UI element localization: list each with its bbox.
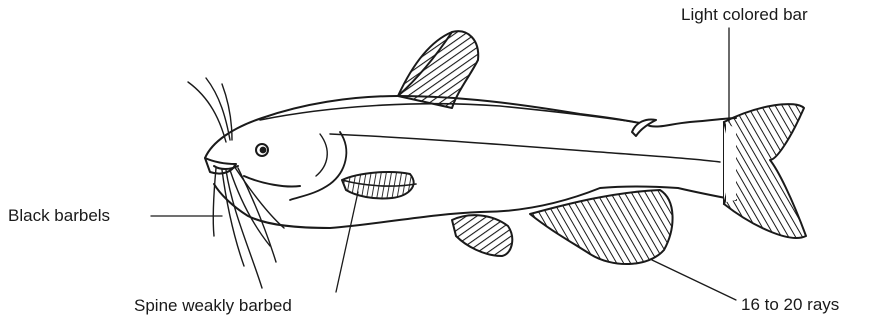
label-rays: 16 to 20 rays <box>741 296 839 313</box>
label-spine-weakly-barbed: Spine weakly barbed <box>134 297 292 314</box>
barbel-1 <box>213 168 216 236</box>
anal-fin <box>530 190 673 264</box>
leader-rays <box>652 260 736 300</box>
gill-cover <box>290 132 346 200</box>
caudal-fin <box>724 104 806 238</box>
mouth <box>205 158 236 174</box>
label-light-colored-bar: Light colored bar <box>681 6 808 23</box>
barbel-nasal-1 <box>188 82 226 142</box>
pelvic-fin <box>452 215 512 256</box>
leader-spine <box>336 192 358 292</box>
barbel-nasal-2 <box>206 78 230 140</box>
lateral-line <box>330 134 720 162</box>
barbel-4 <box>226 170 262 288</box>
barbel-2 <box>222 170 244 266</box>
label-black-barbels: Black barbels <box>8 207 110 224</box>
